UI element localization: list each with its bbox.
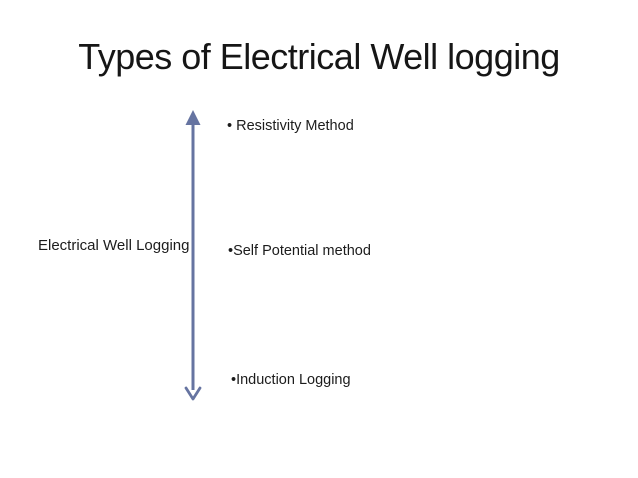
double-headed-vertical-arrow <box>184 110 202 401</box>
bullet-item-self-potential-method: •Self Potential method <box>228 243 371 259</box>
source-label: Electrical Well Logging <box>38 237 190 254</box>
slide-title: Types of Electrical Well logging <box>78 36 560 77</box>
bullet-item-induction-logging: •Induction Logging <box>231 372 351 388</box>
bullet-item-resistivity-method: • Resistivity Method <box>227 118 354 134</box>
arrow-up-head-icon <box>185 110 201 125</box>
arrow-down-head-icon <box>184 386 202 401</box>
